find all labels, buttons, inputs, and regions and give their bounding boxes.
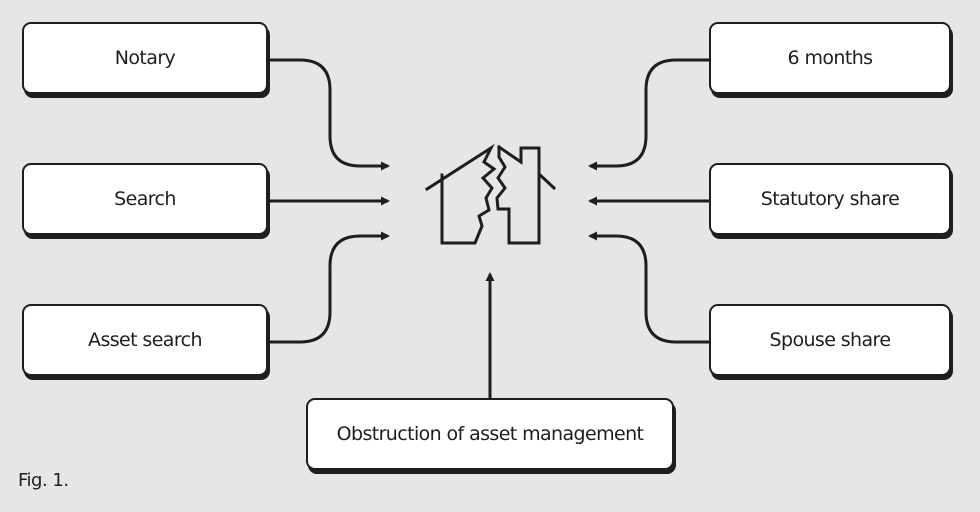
node-obstruction-of-asset-management: Obstruction of asset management [306,398,674,470]
node-notary: Notary [22,22,268,94]
node-spouse-share: Spouse share [709,304,951,376]
figure-caption: Fig. 1. [18,470,69,491]
connector-spouse-share [588,231,709,344]
node-asset-search: Asset search [22,304,268,376]
node-6-months: 6 months [709,22,951,94]
connector-notary [268,58,390,171]
connector-asset-search [268,231,390,344]
broken-house-icon [424,143,557,245]
connector-6-months [588,58,709,171]
node-statutory-share: Statutory share [709,163,951,235]
node-search: Search [22,163,268,235]
